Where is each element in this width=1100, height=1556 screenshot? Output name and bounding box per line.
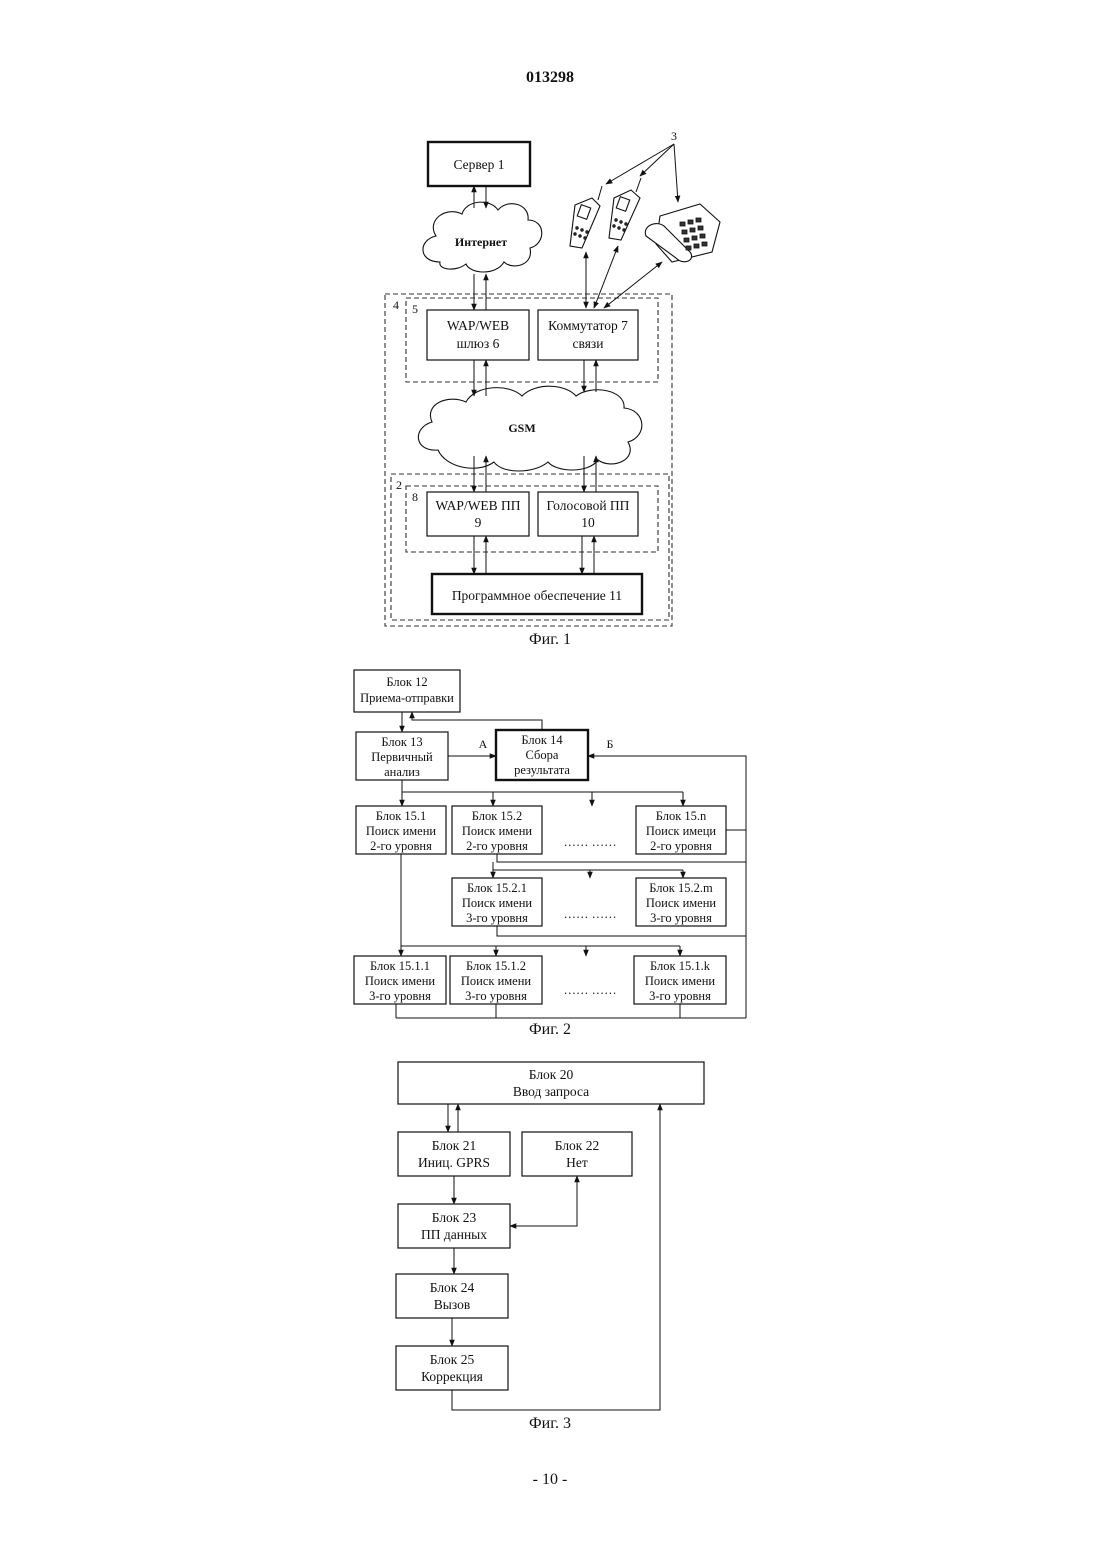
voice-pp-line-1: Голосовой ПП [547, 498, 630, 513]
level-3b-ellipsis: …… …… [563, 983, 616, 997]
block-20-title: Блок 20 [529, 1067, 574, 1082]
block-15-2-m-title: Блок 15.2.m [649, 881, 713, 895]
block-15-2-m-text-2: 3-го уровня [650, 911, 712, 925]
block-15-2-1-text-2: 3-го уровня [466, 911, 528, 925]
block-15-1-1-text-1: Поиск имени [365, 974, 436, 988]
mobile-phone-2-icon [609, 178, 641, 240]
block-15-1-k-title: Блок 15.1.k [650, 959, 711, 973]
block-13-text-1: Первичный [371, 750, 433, 764]
block-14-title: Блок 14 [521, 733, 563, 747]
block-15-1-2-text-2: 3-го уровня [465, 989, 527, 1003]
wap-pp-line-1: WAP/WEB ПП [435, 498, 520, 513]
block-15-1-title: Блок 15.1 [376, 809, 427, 823]
figure-3: Блок 20 Ввод запроса Блок 21 Иниц. GPRS … [396, 1062, 704, 1432]
block-4-label: 4 [393, 298, 399, 312]
block-14-text-2: результата [514, 763, 570, 777]
wap-pp-line-2: 9 [475, 515, 482, 530]
block-23-title: Блок 23 [432, 1210, 477, 1225]
block-15-1-1-text-2: 3-го уровня [369, 989, 431, 1003]
block-12-text: Приема-отправки [360, 691, 454, 705]
block-5-label: 5 [412, 302, 418, 316]
block-13-title: Блок 13 [381, 735, 422, 749]
block-24-text: Вызов [434, 1297, 470, 1312]
block-14-text-1: Сбора [526, 748, 559, 762]
gateway-line-2: шлюз 6 [457, 336, 500, 351]
block-15-1-1-title: Блок 15.1.1 [370, 959, 430, 973]
devices-ref-label: 3 [671, 129, 677, 143]
block-22-text: Нет [566, 1155, 588, 1170]
gateway-line-1: WAP/WEB [447, 318, 509, 333]
block-15-n-text-2: 2-го уровня [650, 839, 712, 853]
figure-1-caption: Фиг. 1 [529, 631, 571, 648]
block-15-2-text-2: 2-го уровня [466, 839, 528, 853]
block-20-text: Ввод запроса [513, 1084, 589, 1099]
block-15-n-text-1: Поиск имеци [646, 824, 717, 838]
label-a: А [479, 737, 488, 751]
voice-pp-line-2: 10 [581, 515, 595, 530]
block-25-title: Блок 25 [430, 1352, 475, 1367]
block-21-text: Иниц. GPRS [418, 1155, 490, 1170]
page-number: - 10 - [533, 1471, 568, 1488]
figure-2: Блок 12 Приема-отправки Блок 13 Первичны… [354, 670, 746, 1038]
block-15-1-text-1: Поиск имени [366, 824, 437, 838]
block-22-title: Блок 22 [555, 1138, 600, 1153]
mobile-phone-1-icon [570, 186, 602, 248]
level-2-ellipsis: …… …… [563, 835, 616, 849]
block-15-2-text-1: Поиск имени [462, 824, 533, 838]
block-12-title: Блок 12 [386, 675, 427, 689]
block-25-text: Коррекция [421, 1369, 483, 1384]
gsm-label: GSM [508, 421, 535, 435]
block-23-text: ПП данных [421, 1227, 487, 1242]
software-label: Программное обеспечение 11 [452, 588, 622, 603]
switch-line-1: Коммутатор 7 [548, 318, 628, 333]
block-15-1-2-text-1: Поиск имени [461, 974, 532, 988]
label-b: Б [607, 737, 614, 751]
server-label: Сервер 1 [453, 157, 504, 172]
block-24-title: Блок 24 [430, 1280, 475, 1295]
internet-label: Интернет [455, 235, 507, 249]
block-21-title: Блок 21 [432, 1138, 477, 1153]
block-8-label: 8 [412, 490, 418, 504]
block-2-label: 2 [396, 478, 402, 492]
figure-1: Сервер 1 Интернет [385, 129, 720, 648]
figure-2-caption: Фиг. 2 [529, 1021, 571, 1038]
block-15-1-2-title: Блок 15.1.2 [466, 959, 526, 973]
document-number: 013298 [526, 69, 574, 86]
block-15-1-text-2: 2-го уровня [370, 839, 432, 853]
block-15-1-k-text-2: 3-го уровня [649, 989, 711, 1003]
block-15-2-title: Блок 15.2 [472, 809, 523, 823]
block-13-text-2: анализ [384, 765, 420, 779]
level-3a-ellipsis: …… …… [563, 907, 616, 921]
block-15-2-1-title: Блок 15.2.1 [467, 881, 527, 895]
switch-line-2: связи [573, 336, 604, 351]
block-15-2-1-text-1: Поиск имени [462, 896, 533, 910]
block-15-n-title: Блок 15.n [656, 809, 707, 823]
desk-telephone-icon [645, 204, 720, 262]
block-15-2-m-text-1: Поиск имени [646, 896, 717, 910]
figure-3-caption: Фиг. 3 [529, 1415, 571, 1432]
block-15-1-k-text-1: Поиск имени [645, 974, 716, 988]
